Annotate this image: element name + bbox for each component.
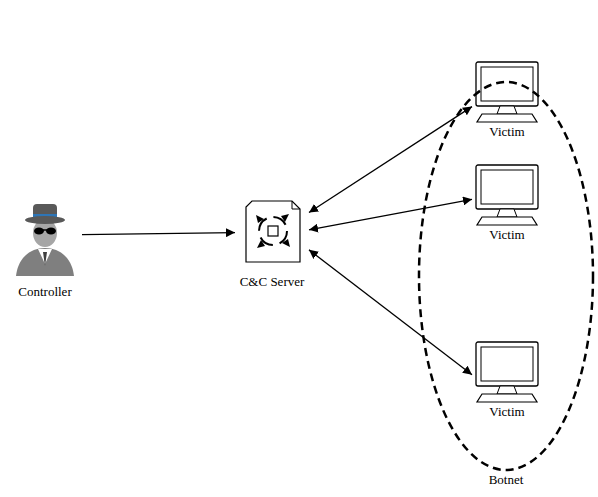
monitor-screen [481,170,533,204]
keyboard-base [477,114,537,122]
victim-node: Victim [472,340,542,419]
cycle-arrows [259,217,287,245]
node-label: Controller [18,284,71,299]
node-label: Botnet [489,472,524,487]
server-node: C&C Server [235,198,309,289]
victim-node: Victim [472,60,542,139]
monitor-frame [476,62,538,106]
server-outline [246,201,300,262]
botnet-region: BotnetVictimVictimVictim [416,80,596,487]
monitor-screen [481,67,533,101]
figure-body [16,248,74,276]
controller-figure [16,204,74,276]
sunglass-bridge [43,229,47,231]
connector-arrow [309,250,472,375]
monitor-frame [476,342,538,386]
connector-arrow [309,107,472,213]
monitor-stand [497,386,517,394]
victim-node: Victim [472,163,542,242]
keyboard-base [477,394,537,402]
victim-computer [476,342,538,402]
node-label: Victim [489,124,524,139]
monitor-frame [476,165,538,209]
hat-brim [25,216,65,224]
server-fold [292,201,300,209]
node-label: C&C Server [240,274,305,289]
monitor-stand [497,209,517,217]
monitor-stand [497,106,517,114]
server-core [268,226,278,236]
sunglass-lens [34,228,44,235]
victim-computer [476,62,538,122]
botnet-ellipse [419,82,593,470]
figure-tie [43,252,47,266]
victim-computer [476,165,538,225]
controller-node: Controller [8,200,82,299]
connector-arrow [309,199,472,230]
sunglass-lens [46,228,56,235]
cycle-arrowheads [256,214,290,248]
server-icon [246,201,300,262]
node-label: Victim [489,227,524,242]
monitor-screen [481,347,533,381]
connector-arrow [82,233,235,235]
keyboard-base [477,217,537,225]
node-label: Victim [489,404,524,419]
